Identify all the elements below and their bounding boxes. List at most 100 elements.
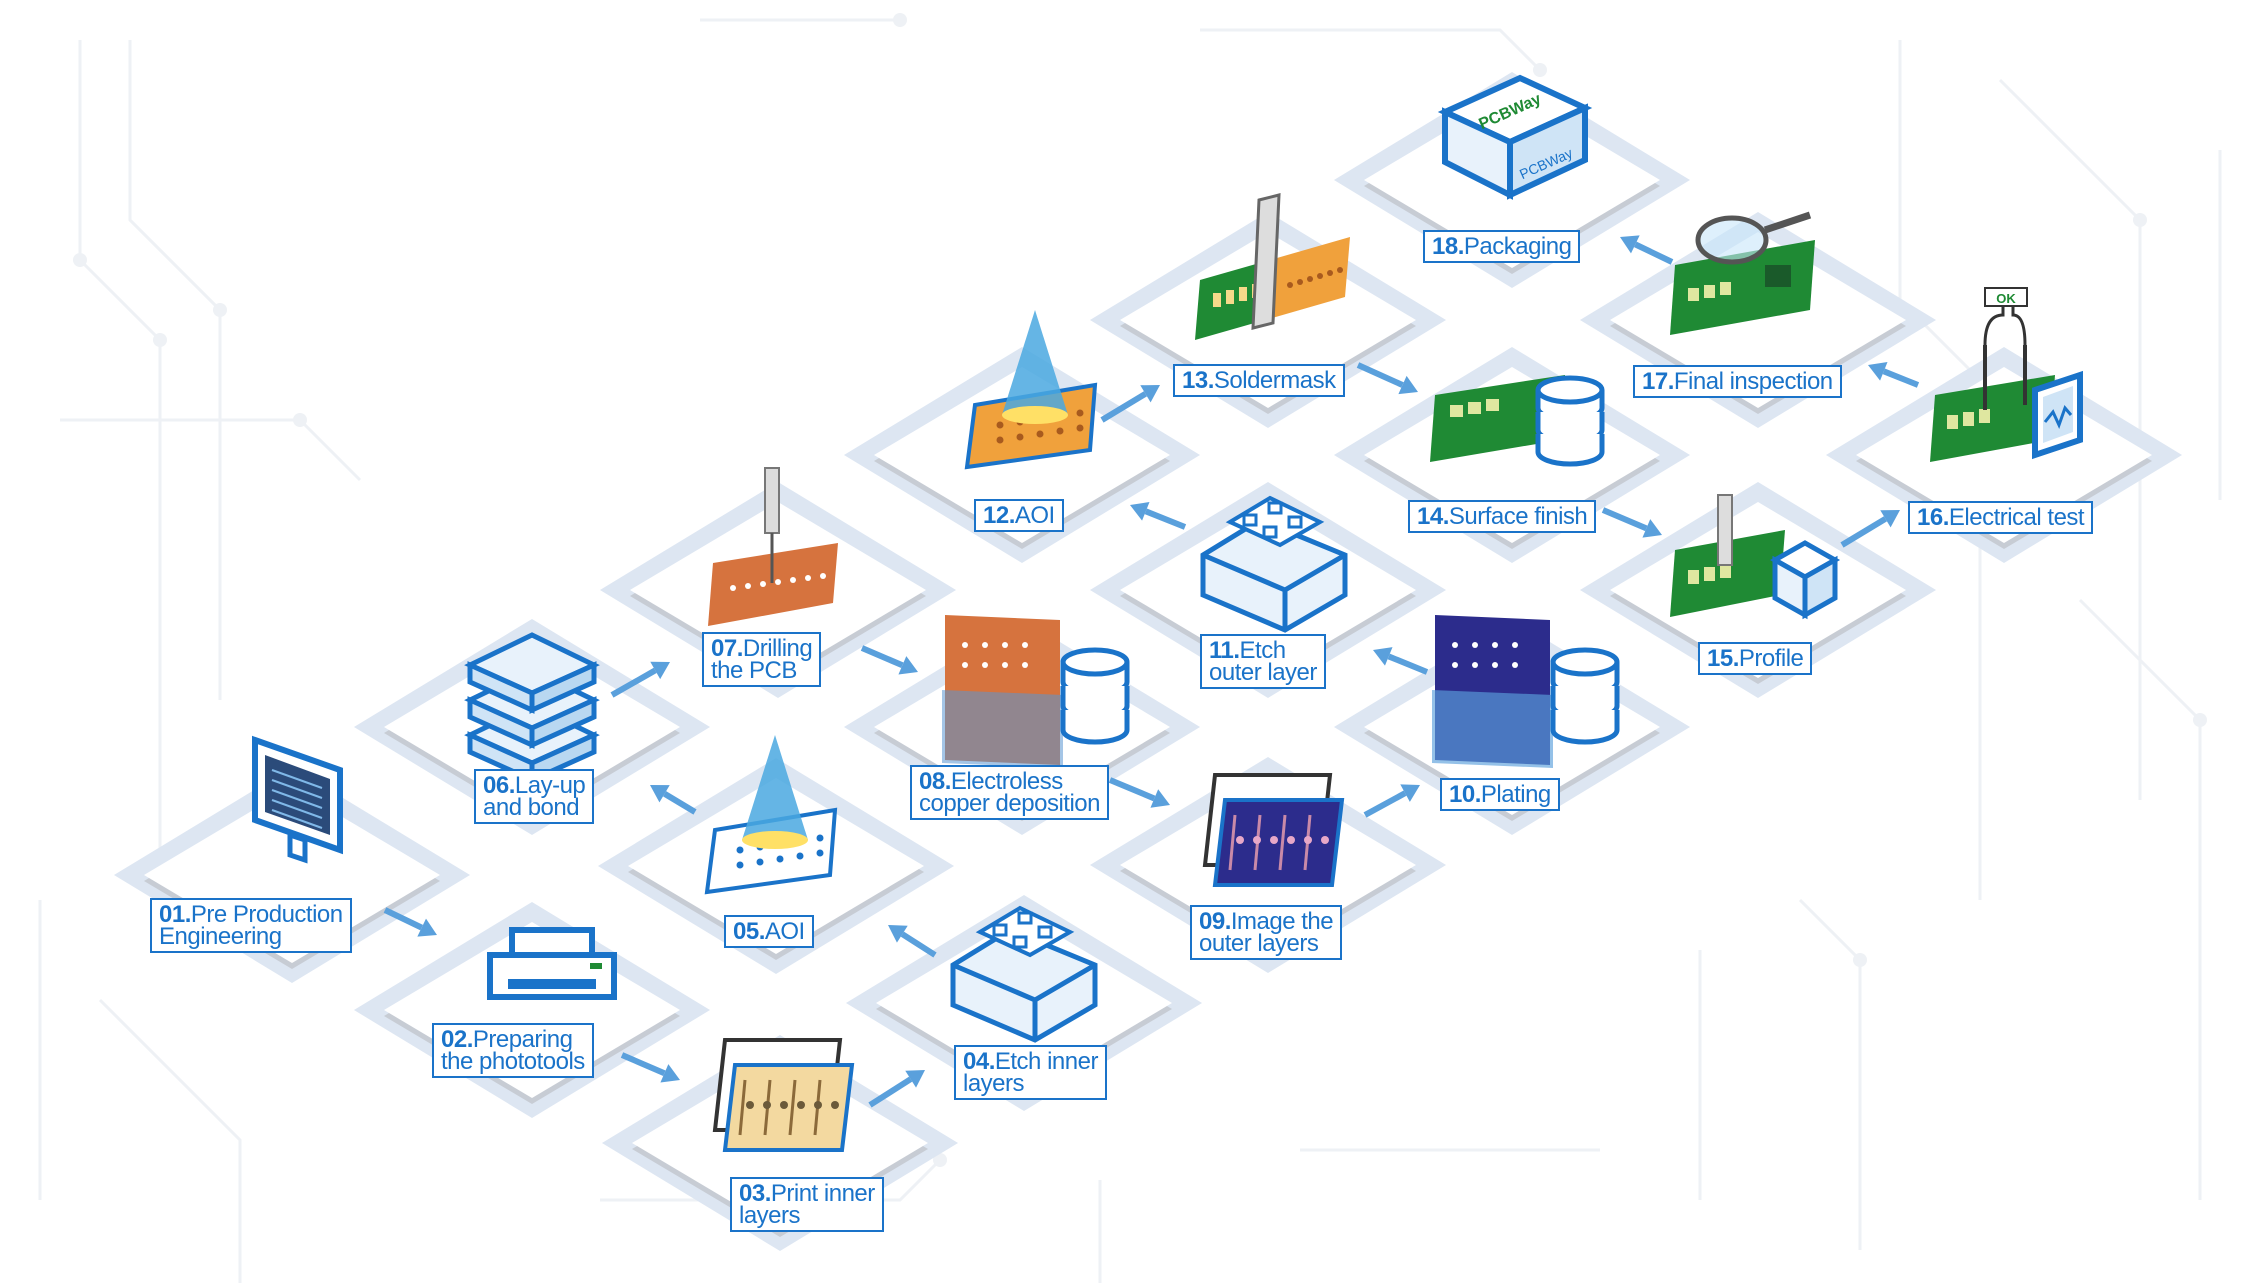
aoi-scan-icon (704, 735, 838, 895)
flow-arrow (610, 661, 670, 698)
test-badge: OK (1996, 291, 2016, 306)
flow-arrow (1363, 784, 1420, 818)
step-title: Print inner (770, 1180, 875, 1207)
step-number: 15. (1707, 645, 1739, 672)
copper-tank-icon (942, 615, 1130, 768)
step-title-line2: Engineering (159, 923, 282, 950)
plating-tank-icon (1432, 615, 1620, 768)
step-number: 10. (1449, 781, 1481, 808)
step-title: Etch (1239, 637, 1287, 664)
flow-arrow (383, 907, 437, 937)
step-label-18: 18.Packaging (1423, 230, 1581, 263)
step-title-line2: outer layer (1209, 659, 1317, 686)
surface-finish-icon (1430, 375, 1605, 467)
step-title-line2: and bond (483, 794, 580, 821)
step-number: 07. (711, 635, 743, 662)
magnifier-icon (1670, 211, 1815, 335)
step-label-10: 10.Plating (1440, 778, 1560, 811)
step-label-05: 05.AOI (724, 915, 814, 948)
step-number: 06. (483, 772, 515, 799)
step-number: 02. (441, 1026, 473, 1053)
electrical-test-icon (1930, 287, 2083, 462)
flow-arrow (1868, 362, 1920, 388)
step-number: 04. (963, 1048, 995, 1075)
flow-arrow (1108, 777, 1170, 808)
aoi-scan-icon (964, 310, 1098, 470)
package-box-icon (1437, 74, 1593, 200)
step-title-line2: copper deposition (919, 790, 1100, 817)
film-layers-icon (712, 1038, 855, 1152)
step-title: Drilling (742, 635, 813, 662)
step-title: Etch inner (994, 1048, 1099, 1075)
flow-arrow (1130, 502, 1187, 530)
step-number: 01. (159, 901, 191, 928)
router-icon (1670, 494, 1841, 620)
etch-machine-icon (950, 905, 1098, 1043)
step-number: 08. (919, 768, 951, 795)
flow-arrow (860, 645, 918, 675)
step-label-15: 15.Profile (1698, 642, 1813, 675)
step-title-line2: layers (739, 1202, 801, 1229)
flow-arrow (1373, 647, 1429, 675)
step-number: 16. (1917, 504, 1949, 531)
step-title: Surface finish (1448, 503, 1588, 530)
step-number: 12. (983, 502, 1015, 529)
step-number: 13. (1182, 367, 1214, 394)
flow-arrow (1356, 362, 1418, 395)
step-label-12: 12.AOI (974, 499, 1064, 532)
step-label-13: 13.Soldermask (1173, 364, 1345, 397)
step-number: 11. (1209, 637, 1240, 664)
step-title-line2: the phototools (441, 1048, 585, 1075)
printer-icon (487, 927, 617, 1000)
layer-stack-icon (464, 632, 600, 784)
step-title: Electrical test (1948, 504, 2085, 531)
step-title: Plating (1480, 781, 1551, 808)
etch-machine-icon (1200, 495, 1348, 633)
flow-arrow (888, 925, 937, 958)
flow-arrow (1620, 235, 1674, 265)
monitor-icon (252, 735, 343, 864)
step-label-14: 14.Surface finish (1408, 500, 1597, 533)
step-title: AOI (764, 918, 805, 945)
step-title: AOI (1014, 502, 1055, 529)
step-title: Packaging (1463, 233, 1572, 260)
step-number: 18. (1432, 233, 1464, 260)
step-title: Soldermask (1213, 367, 1336, 394)
flow-arrow (650, 785, 697, 815)
flow-arrow (1601, 507, 1662, 538)
step-title: Final inspection (1673, 368, 1833, 395)
drill-icon (708, 467, 838, 626)
step-title-line2: layers (963, 1070, 1025, 1097)
step-title: Preparing (472, 1026, 573, 1053)
step-title-line2: the PCB (711, 657, 797, 684)
step-label-17: 17.Final inspection (1633, 365, 1842, 398)
step-title: Electroless (950, 768, 1063, 795)
step-number: 09. (1199, 908, 1231, 935)
film-layers-icon (1202, 773, 1345, 887)
step-number: 17. (1642, 368, 1674, 395)
flow-arrow (868, 1070, 925, 1108)
step-label-16: 16.Electrical test (1908, 501, 2094, 534)
flow-arrow (620, 1052, 680, 1083)
step-title: Pre Production (190, 901, 343, 928)
step-number: 05. (733, 918, 765, 945)
flow-arrow (1840, 510, 1900, 548)
soldermask-icon (1195, 193, 1350, 340)
step-title: Image the (1230, 908, 1334, 935)
step-number: 03. (739, 1180, 771, 1207)
step-number: 14. (1417, 503, 1449, 530)
step-title: Lay-up (514, 772, 586, 799)
step-title: Profile (1738, 645, 1804, 672)
step-title-line2: outer layers (1199, 930, 1319, 957)
